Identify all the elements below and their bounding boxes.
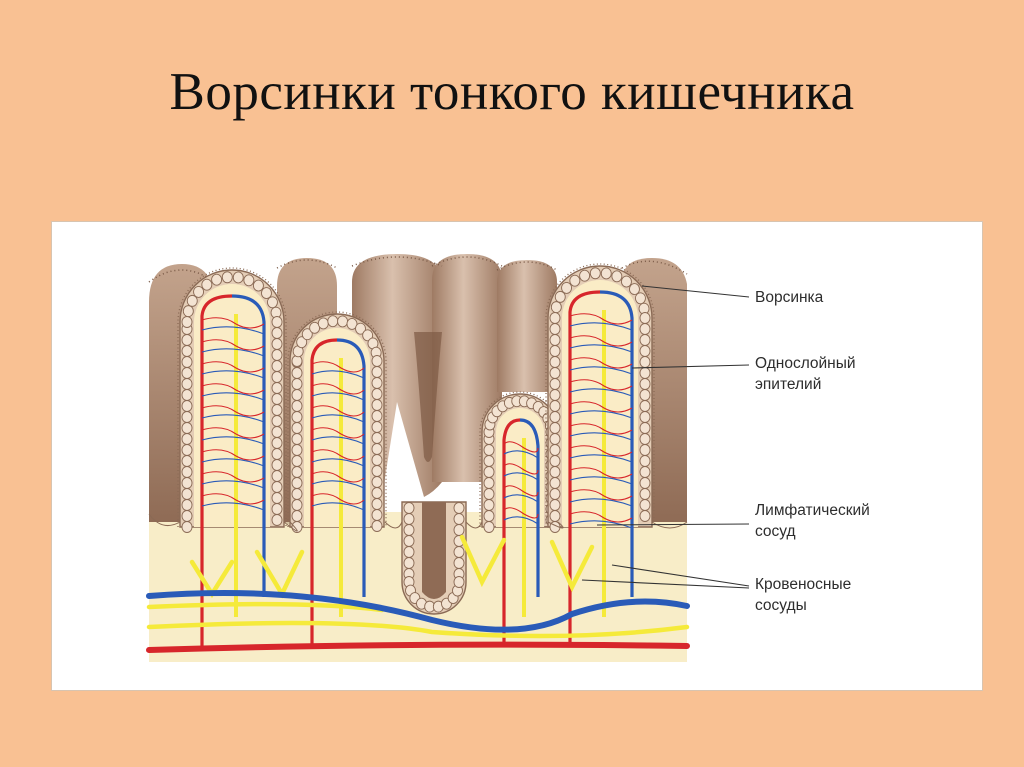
main-artery (146, 641, 690, 653)
label-lymphatic-vessel: Лимфатический сосуд (755, 500, 870, 542)
label-epithelium: Однослойный эпителий (755, 353, 856, 395)
vessels-villus-5 (568, 290, 634, 647)
vessels-villus-4 (502, 418, 540, 647)
vessels-villus-1 (200, 294, 266, 647)
label-lymphatic-line1: Лимфатический (755, 502, 870, 519)
villus-2 (287, 311, 387, 533)
label-lymphatic-line2: сосуд (755, 523, 796, 540)
label-villus: Ворсинка (755, 289, 824, 306)
villi-diagram (146, 254, 750, 662)
label-blood-vessels: Кровеносные сосуды (755, 574, 851, 616)
vessels-villus-2 (310, 338, 366, 647)
crypt (401, 501, 467, 615)
label-epithelium-line1: Однослойный (755, 355, 856, 372)
main-vein (146, 590, 690, 633)
label-epithelium-line2: эпителий (755, 376, 822, 393)
figure-panel: Ворсинка Однослойный эпителий Лимфатичес… (51, 221, 983, 691)
pointer-lines (581, 285, 750, 589)
lymph-network (146, 534, 690, 639)
villus-5 (545, 263, 655, 533)
label-blood-line2: сосуды (755, 597, 807, 614)
slide-title: Ворсинки тонкого кишечника (169, 63, 855, 121)
villus-1 (177, 267, 287, 533)
label-blood-line1: Кровеносные (755, 576, 852, 593)
blood-and-lymph-vessels (146, 290, 690, 653)
